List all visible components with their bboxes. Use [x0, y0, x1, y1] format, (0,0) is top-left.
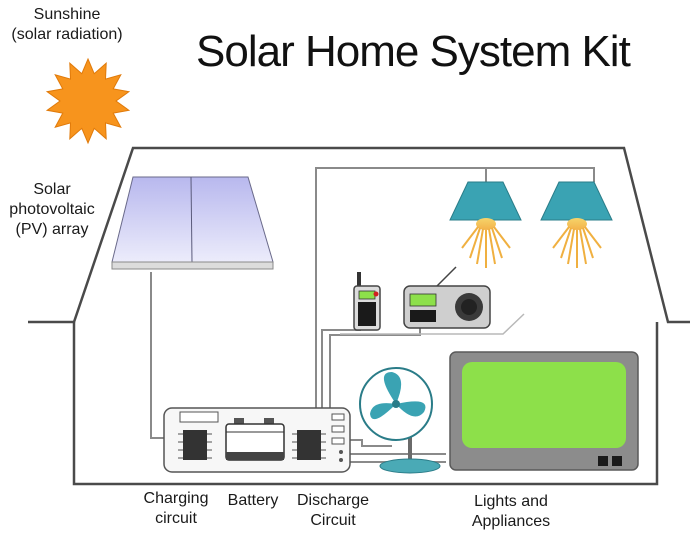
pv-label-line1: Solar [33, 181, 71, 198]
sunshine-label-line1: Sunshine [33, 6, 101, 23]
shelf [340, 313, 525, 335]
appliances-label: Lights and Appliances [456, 492, 566, 532]
sun-icon [45, 57, 131, 145]
house-wall-left [72, 322, 659, 486]
appliances-label-line1: Lights and [474, 493, 548, 510]
pv-label-line3: (PV) array [15, 221, 89, 238]
solar-panel-icon [111, 176, 274, 270]
pv-array-label: Solar photovoltaic (PV) array [0, 180, 104, 240]
discharge-circuit-label: Discharge Circuit [286, 491, 380, 531]
television-icon [449, 351, 639, 471]
charging-label-line2: circuit [155, 510, 197, 527]
appliances-label-line2: Appliances [471, 513, 551, 530]
sunshine-label: Sunshine (solar radiation) [0, 5, 134, 45]
discharge-label-line2: Circuit [310, 512, 356, 529]
mobile-phone-icon [353, 272, 381, 331]
page-title: Solar Home System Kit [196, 27, 631, 76]
charging-circuit-label: Charging circuit [132, 489, 220, 529]
radio-icon [403, 266, 491, 329]
discharge-label-line1: Discharge [296, 492, 370, 509]
ceiling-lamp-icon [540, 181, 613, 268]
house-outline [28, 146, 690, 324]
battery-label: Battery [227, 492, 279, 509]
pv-label-line2: photovoltaic [9, 201, 95, 218]
fan-icon [359, 367, 441, 474]
battery-icon [225, 418, 285, 461]
ceiling-lamp-icon [449, 181, 522, 268]
sunshine-label-line2: (solar radiation) [11, 26, 123, 43]
charging-label-line1: Charging [143, 490, 209, 507]
